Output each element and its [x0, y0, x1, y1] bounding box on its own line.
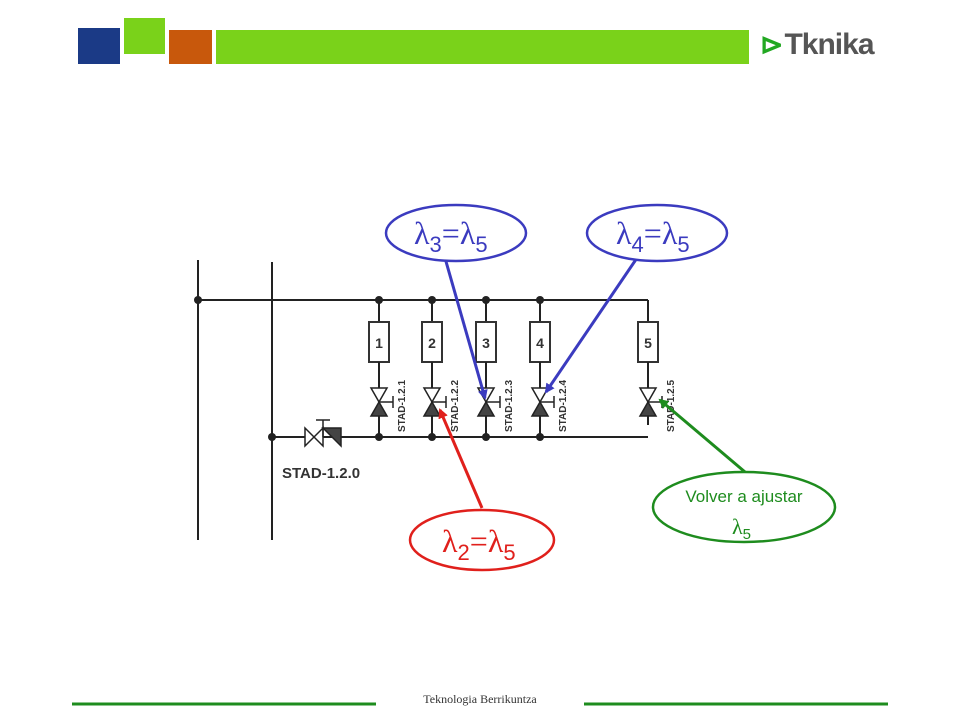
footer-text: Teknologia Berrikuntza — [423, 692, 537, 706]
balancing-valve-icon — [369, 387, 394, 417]
callout-readjust-ellipse — [651, 470, 837, 544]
callout-lambda3-text: λ3=λ5 — [414, 215, 488, 257]
balancing-valve-icon — [476, 387, 501, 417]
balancing-valve-icon — [638, 387, 663, 417]
arrow-callout-3 — [443, 257, 488, 400]
header-green-square — [124, 18, 165, 54]
tknika-logo: ⊳Tknika — [760, 28, 875, 62]
header-navy-square — [78, 28, 120, 64]
main-valve — [304, 419, 342, 448]
terminal-unit-number: 2 — [428, 335, 436, 351]
unit-valve-label: STAD-1.2.2 — [450, 380, 461, 432]
main-valve-label: STAD-1.2.0 — [282, 465, 360, 482]
callout-lambda2-ellipse — [408, 508, 556, 572]
terminal-unit-number: 4 — [536, 335, 544, 351]
header-green-bar — [216, 30, 749, 64]
arrow-readjust — [658, 398, 746, 474]
callout-readjust-line1: Volver a ajustar — [685, 487, 803, 506]
junction-dots — [194, 296, 544, 441]
arrow-callout-2 — [438, 408, 484, 509]
balancing-valve-icon — [530, 387, 555, 417]
header-orange-square — [169, 30, 212, 64]
terminal-unit-number: 3 — [482, 335, 490, 351]
unit-valve-label: STAD-1.2.3 — [504, 380, 515, 432]
balancing-valve-icon — [422, 387, 447, 417]
terminal-unit-number: 5 — [644, 335, 652, 351]
callout-lambda4-text: λ4=λ5 — [616, 215, 690, 257]
logo-text: Tknika — [784, 28, 874, 61]
pipes — [197, 260, 648, 540]
callout-lambda3-ellipse — [384, 203, 528, 263]
callout-lambda4-ellipse — [585, 203, 729, 263]
unit-valve-label: STAD-1.2.4 — [558, 380, 569, 432]
callout-lambda2-text: λ2=λ5 — [442, 523, 516, 565]
arrow-callout-4 — [544, 257, 639, 394]
callout-readjust-line2: λ5 — [732, 514, 751, 543]
unit-valve-label: STAD-1.2.5 — [666, 380, 677, 432]
logo-mark-icon: ⊳ — [760, 29, 783, 60]
terminal-unit-number: 1 — [375, 335, 383, 351]
unit-valve-label: STAD-1.2.1 — [397, 380, 408, 432]
